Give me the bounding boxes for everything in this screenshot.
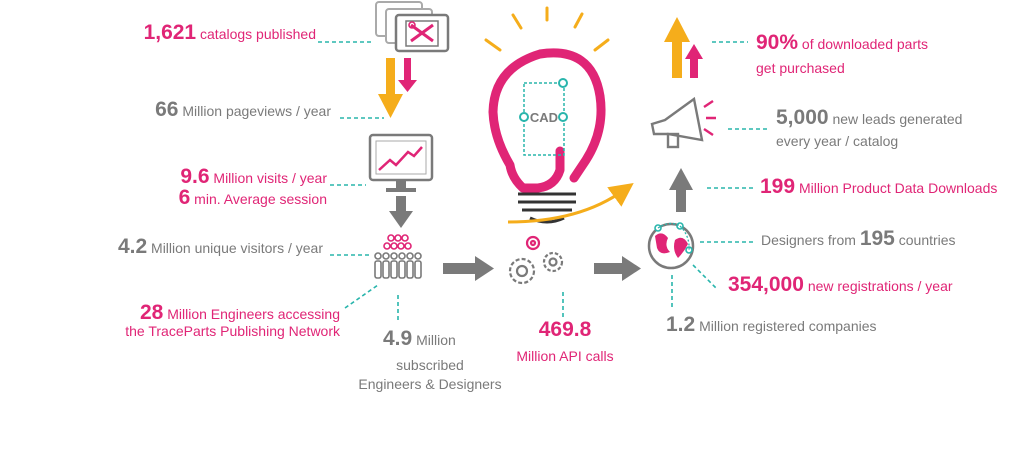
stat-countries-number: 195	[859, 227, 895, 250]
stat-downloads-label: Million Product Data Downloads	[798, 180, 998, 196]
monitor-chart-icon	[368, 133, 434, 192]
cad-box-icon: CAD	[519, 78, 568, 156]
stat-countries: Designers from 195 countries	[761, 227, 956, 250]
stat-countries-post: countries	[898, 232, 956, 248]
right-arrow-grey-1	[443, 256, 494, 281]
stat-registrations-label: new registrations / year	[807, 278, 953, 294]
stat-catalogs-number: 1,621	[143, 21, 197, 44]
stat-purchased-label-2: get purchased	[756, 60, 845, 76]
stat-companies-label: Million registered companies	[699, 318, 877, 334]
stat-engineers-number: 28	[139, 301, 164, 324]
stat-session-number: 6	[178, 186, 191, 209]
down-arrow-orange	[378, 58, 403, 118]
stat-catalogs-label: catalogs published	[200, 26, 316, 42]
stat-purchased: 90% of downloaded parts	[756, 31, 929, 54]
megaphone-icon	[650, 96, 716, 149]
up-arrow-orange	[664, 17, 690, 78]
stat-engineers-label-2: the TraceParts Publishing Network	[125, 323, 340, 339]
connector-lines	[318, 41, 768, 323]
stat-registrations-number: 354,000	[728, 273, 804, 296]
stat-companies-number: 1.2	[666, 313, 696, 336]
right-arrow-grey-2	[594, 256, 641, 281]
down-arrow-pink	[398, 58, 417, 92]
stat-pageviews: 66 Million pageviews / year	[155, 98, 331, 121]
stat-leads: 5,000 new leads generated	[776, 106, 963, 129]
stat-unique-number: 4.2	[117, 235, 148, 258]
stat-pageviews-label: Million pageviews / year	[182, 103, 331, 119]
stat-leads-label-2: every year / catalog	[776, 133, 899, 149]
stat-engineers: 28 Million Engineers accessing the Trace…	[125, 301, 340, 340]
lightbulb-icon	[484, 6, 634, 224]
stat-purchased-number: 90%	[756, 31, 799, 54]
stat-downloads: 199 Million Product Data Downloads	[760, 175, 998, 198]
stat-catalogs: 1,621 catalogs published	[143, 21, 316, 44]
stat-leads-label-1: new leads generated	[832, 111, 963, 127]
gears-icon	[508, 235, 564, 285]
stat-unique: 4.2 Million unique visitors / year	[117, 235, 323, 258]
cad-label: CAD	[530, 110, 558, 125]
stat-subscribed-label-3: Engineers & Designers	[358, 376, 502, 392]
stat-downloads-number: 199	[760, 175, 796, 198]
stat-api-label: Million API calls	[516, 348, 614, 364]
stat-api-number: 469.8	[538, 318, 592, 341]
stat-purchased-label-1: of downloaded parts	[801, 36, 929, 52]
catalog-stack-icon	[375, 1, 450, 53]
stat-registrations: 354,000 new registrations / year	[728, 273, 953, 296]
people-crowd-icon	[374, 234, 422, 279]
globe-icon	[647, 222, 695, 270]
down-arrow-grey	[389, 196, 413, 228]
stat-visits-label: Million visits / year	[213, 170, 327, 186]
stat-visits: 9.6 Million visits / year	[180, 165, 327, 188]
stat-visits-number: 9.6	[180, 165, 210, 188]
stat-subscribed-top: 4.9 Million	[383, 327, 456, 350]
stat-countries-pre: Designers from	[761, 232, 856, 248]
stat-companies: 1.2 Million registered companies	[666, 313, 877, 336]
stat-session: 6 min. Average session	[178, 186, 327, 209]
stat-pageviews-number: 66	[155, 98, 179, 121]
stat-subscribed-number: 4.9	[383, 327, 413, 350]
stat-leads-number: 5,000	[776, 106, 829, 129]
stat-unique-label: Million unique visitors / year	[151, 240, 323, 256]
stat-subscribed-label-2: subscribed	[396, 357, 464, 373]
stat-engineers-label-1: Million Engineers accessing	[167, 306, 340, 322]
up-arrow-pink	[685, 44, 703, 78]
up-arrow-grey	[669, 168, 693, 212]
stat-session-label: min. Average session	[194, 191, 327, 207]
stat-subscribed-label-1: Million	[416, 332, 456, 348]
